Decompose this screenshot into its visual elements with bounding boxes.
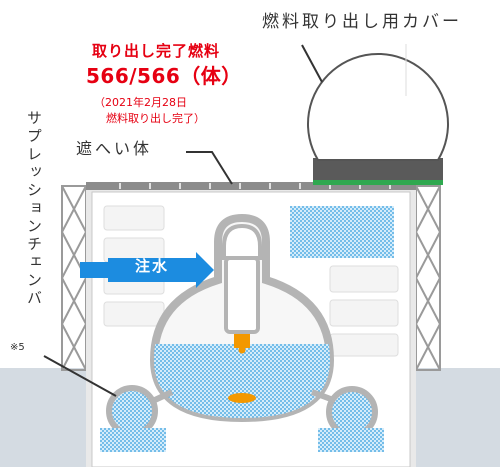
shield-roof bbox=[86, 182, 416, 190]
basement-water-left bbox=[100, 428, 166, 452]
shield-label: 遮へい体 bbox=[76, 139, 153, 158]
cover-rail bbox=[313, 180, 443, 185]
basement-water-right bbox=[318, 428, 384, 452]
fuel-removal-date: （2021年2月28日 bbox=[94, 96, 187, 109]
fuel-removal-note: 燃料取り出し完了） bbox=[106, 112, 205, 125]
fuel-removal-count: 566/566（体） bbox=[86, 64, 242, 88]
right-frame bbox=[414, 185, 442, 371]
fuel-removal-cover-dome bbox=[307, 53, 449, 161]
spent-fuel-pool bbox=[290, 206, 394, 258]
suppression-chamber-label: サプレッションチェンバ bbox=[25, 110, 43, 308]
suppression-note-label: ※5 bbox=[10, 342, 25, 353]
chamber-leader-line bbox=[43, 355, 117, 397]
shield-leader-line bbox=[186, 151, 233, 185]
water-injection-arrow bbox=[80, 252, 214, 288]
fuel-removal-cover-label: 燃料取り出し用カバー bbox=[262, 12, 462, 32]
cover-base bbox=[313, 158, 443, 182]
cover-leader-line bbox=[301, 44, 323, 83]
fuel-removal-status-title: 取り出し完了燃料 bbox=[92, 42, 221, 60]
water-injection-label: 注水 bbox=[134, 257, 169, 275]
reactor-pressure-vessel bbox=[222, 223, 262, 403]
